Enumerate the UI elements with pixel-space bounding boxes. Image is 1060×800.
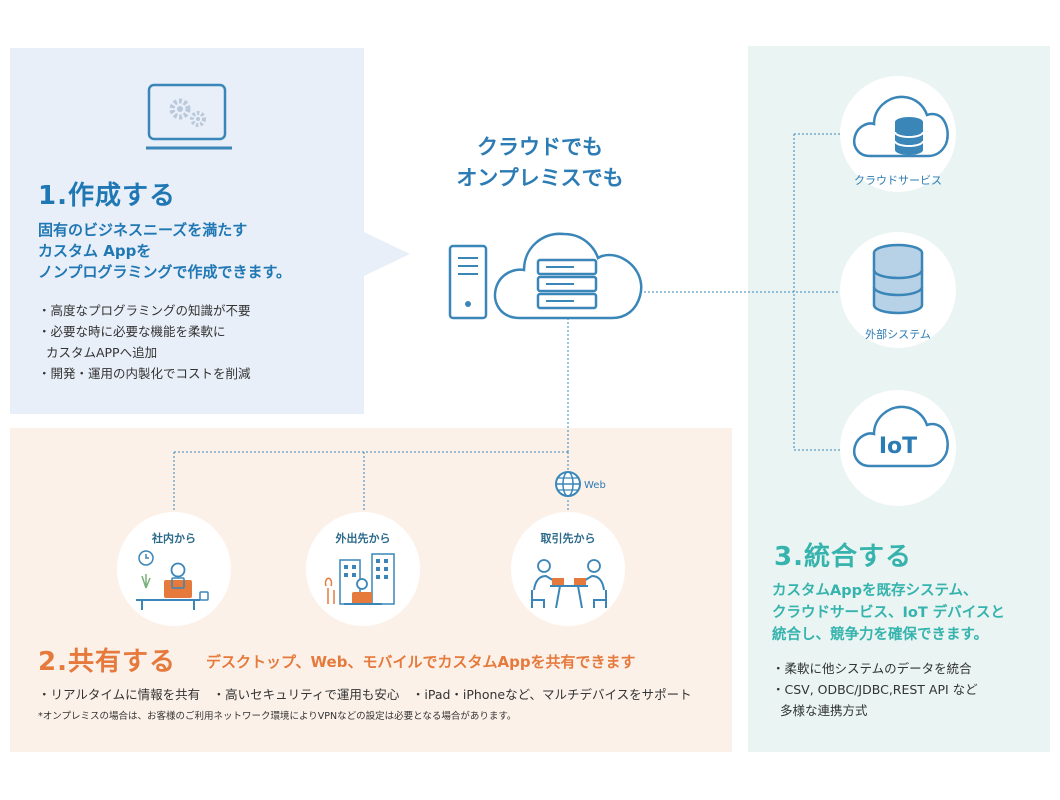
office-worker-icon bbox=[136, 550, 209, 610]
integrate-bullet: ・CSV, ODBC/JDBC,REST API など bbox=[772, 682, 978, 697]
center-title: クラウドでも オンプレミスでも bbox=[440, 132, 640, 194]
integrate-bullets: ・柔軟に他システムのデータを統合 ・CSV, ODBC/JDBC,REST AP… bbox=[772, 658, 978, 721]
center-title-line: クラウドでも bbox=[477, 135, 603, 159]
iot-cloud-icon bbox=[853, 405, 949, 468]
cloud-service-label: クラウドサービス bbox=[854, 174, 942, 187]
create-bullet: カスタムAPPへ追加 bbox=[38, 345, 158, 360]
iot-label: IoT bbox=[878, 434, 918, 459]
create-panel-pointer bbox=[364, 232, 410, 276]
create-bullet: ・開発・運用の内製化でコストを削減 bbox=[38, 366, 251, 381]
create-bullets: ・高度なプログラミングの知識が不要 ・必要な時に必要な機能を柔軟に カスタムAP… bbox=[38, 300, 251, 384]
integrate-desc-line: 統合し、競争力を確保できます。 bbox=[772, 627, 989, 643]
create-desc-line: カスタム Appを bbox=[38, 242, 152, 260]
create-desc-line: 固有のビジネスニーズを満たす bbox=[38, 221, 248, 239]
create-title: 1.作成する bbox=[38, 181, 176, 211]
create-bullet: ・高度なプログラミングの知識が不要 bbox=[38, 303, 251, 318]
office-circle bbox=[117, 512, 231, 626]
cloud-database-icon bbox=[853, 95, 949, 158]
database-icon bbox=[872, 243, 924, 315]
external-system-label: 外部システム bbox=[865, 328, 931, 341]
server-tower-icon bbox=[448, 244, 488, 320]
laptop-gears-icon bbox=[146, 83, 232, 150]
outside-circle bbox=[306, 512, 420, 626]
share-title: 2.共有する bbox=[38, 647, 176, 677]
create-desc: 固有のビジネスニーズを満たす カスタム Appを ノンプログラミングで作成できま… bbox=[38, 220, 291, 283]
integrate-bullet: ・柔軟に他システムのデータを統合 bbox=[772, 661, 972, 676]
create-desc-line: ノンプログラミングで作成できます。 bbox=[38, 263, 292, 281]
share-subtitle: デスクトップ、Web、モバイルでカスタムAppを共有できます bbox=[206, 653, 636, 671]
integrate-desc-line: カスタムAppを既存システム、 bbox=[772, 583, 978, 599]
globe-icon bbox=[555, 471, 581, 497]
outside-label: 外出先から bbox=[335, 532, 391, 545]
create-bullet: ・必要な時に必要な機能を柔軟に bbox=[38, 324, 226, 339]
share-note: *オンプレミスの場合は、お客様のご利用ネットワーク環境によりVPNなどの設定は必… bbox=[38, 711, 517, 722]
office-label: 社内から bbox=[152, 532, 196, 545]
integrate-desc-line: クラウドサービス、IoT デバイスと bbox=[772, 605, 1005, 621]
center-title-line: オンプレミスでも bbox=[456, 166, 624, 190]
integrate-title: 3.統合する bbox=[774, 542, 912, 572]
partner-label: 取引先から bbox=[540, 532, 596, 545]
meeting-icon bbox=[531, 559, 607, 609]
cloud-server-icon bbox=[493, 232, 643, 320]
integrate-bullet: 多様な連携方式 bbox=[772, 703, 868, 718]
web-label: Web bbox=[584, 480, 606, 491]
share-bullets: ・リアルタイムに情報を共有 ・高いセキュリティで運用も安心 ・iPad・iPho… bbox=[38, 687, 692, 702]
outside-worker-icon bbox=[324, 553, 395, 605]
integrate-desc: カスタムAppを既存システム、 クラウドサービス、IoT デバイスと 統合し、競… bbox=[772, 580, 1005, 646]
